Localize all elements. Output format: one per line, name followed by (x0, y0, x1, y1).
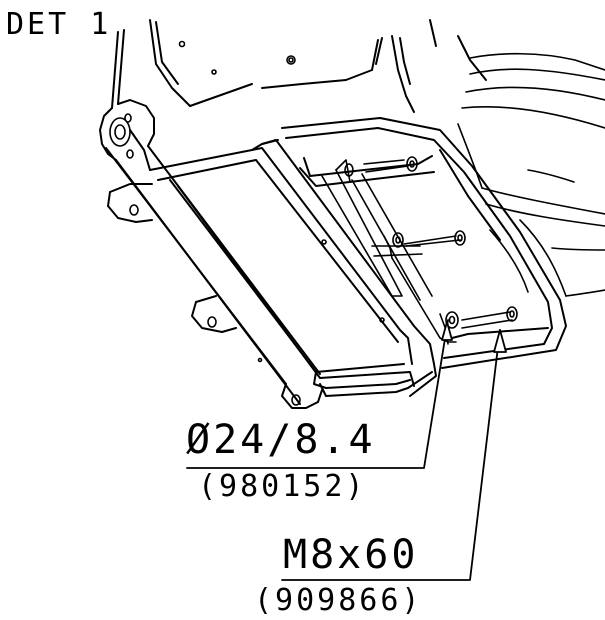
seat-pan (281, 117, 567, 369)
bracket-plate (129, 129, 437, 397)
bolt-part-number: (909866) (254, 583, 423, 618)
detail-label: DET 1 (6, 7, 112, 42)
leader-lines (186, 319, 507, 581)
bolt-spec-label: M8x60 (283, 532, 419, 578)
frame-holes (109, 40, 385, 406)
washer-spec-label: Ø24/8.4 (186, 417, 376, 463)
upper-frame (111, 19, 487, 113)
left-frame-arm (99, 99, 323, 409)
fasteners (344, 156, 518, 329)
washer-part-number: (980152) (198, 469, 367, 504)
seat-cushion (457, 52, 605, 297)
